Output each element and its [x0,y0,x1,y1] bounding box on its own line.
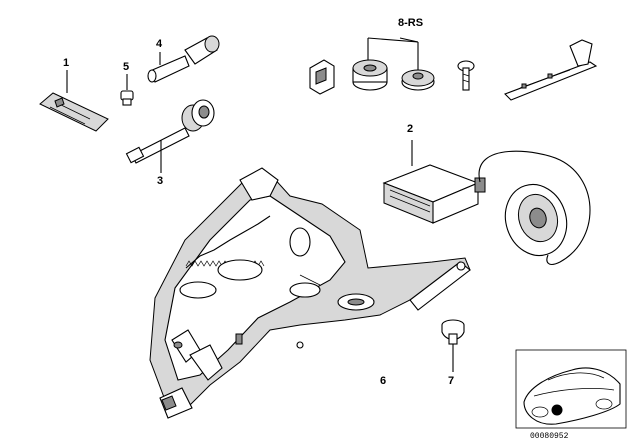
callout-6: 6 [380,375,387,387]
callout-3: 3 [157,175,164,187]
callout-8-rs: 8-RS [398,17,424,29]
part-8-cap [367,37,435,91]
part-1-label-sticker [39,70,109,132]
callout-4: 4 [156,38,163,50]
location-marker-icon [551,404,563,416]
car-thumbnail [515,349,627,429]
part-7-plug [441,319,465,372]
part-8-screw [457,60,475,91]
part-2-control-unit [382,140,591,265]
part-4-bulb-holder [147,35,220,83]
part-8-bracket [504,39,598,101]
part-3-xenon-bulb [125,99,215,173]
callout-2: 2 [407,123,414,135]
diagram-code: 00080952 [530,432,569,441]
callout-7: 7 [448,375,455,387]
part-6-housing-carrier [149,167,471,419]
callout-1: 1 [63,57,70,69]
part-8-clip [309,59,335,95]
part-5-bulb [120,74,134,106]
callout-5: 5 [123,61,130,73]
part-8-grommet [352,38,388,91]
